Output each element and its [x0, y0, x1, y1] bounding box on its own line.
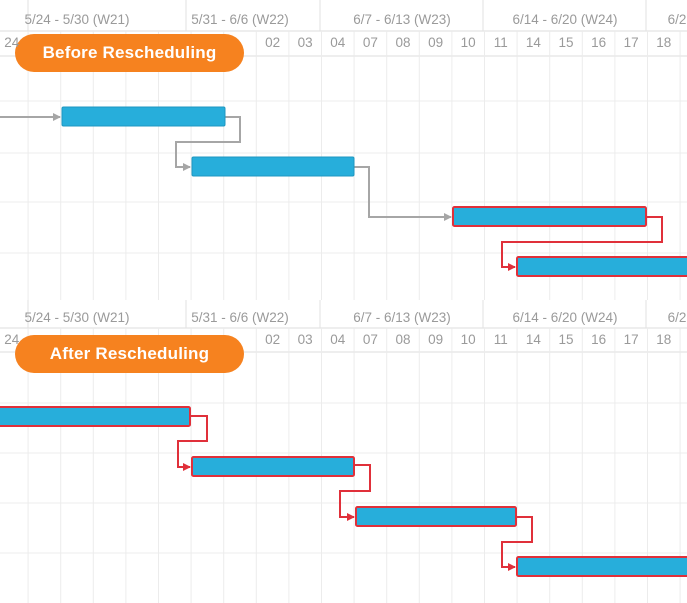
task-bar[interactable] [452, 206, 647, 227]
week-header-label: 6/7 - 6/13 (W23) [353, 12, 451, 27]
week-header-label: 6/2 [667, 310, 687, 325]
day-header-label: 03 [297, 35, 313, 50]
day-header-label: 18 [656, 332, 672, 347]
day-header-label: 11 [493, 332, 508, 347]
task-bar[interactable] [61, 106, 226, 127]
day-header-label: 14 [525, 35, 541, 50]
task-bar[interactable] [355, 506, 517, 527]
day-header-label: 17 [623, 35, 639, 50]
after-rescheduling-badge: After Rescheduling [15, 335, 244, 373]
task-bar[interactable] [191, 156, 355, 177]
week-header-label: 6/14 - 6/20 (W24) [512, 12, 618, 27]
gantt-after-chart [0, 300, 687, 603]
dependency-link [354, 166, 452, 221]
day-header-label: 10 [460, 35, 476, 50]
day-header-label: 15 [558, 35, 574, 50]
week-header-label: 5/31 - 6/6 (W22) [191, 12, 289, 27]
task-bar[interactable] [0, 406, 191, 427]
task-bar[interactable] [191, 456, 355, 477]
day-header-label: 04 [330, 332, 346, 347]
day-header-label: 17 [623, 332, 639, 347]
day-header-label: 16 [591, 35, 607, 50]
day-header-label: 18 [656, 35, 672, 50]
gantt-after-panel: After Rescheduling 5/24 - 5/30 (W21) 5/31… [0, 300, 687, 603]
day-header-label: 16 [591, 332, 607, 347]
day-header-label: 24 [4, 332, 20, 347]
week-header-label: 5/24 - 5/30 (W21) [24, 12, 130, 27]
day-header-label: 07 [362, 35, 378, 50]
week-header-label: 5/24 - 5/30 (W21) [24, 310, 130, 325]
day-header-label: 14 [525, 332, 541, 347]
day-header-label: 11 [493, 35, 508, 50]
day-header-label: 24 [4, 35, 20, 50]
dependency-link [175, 116, 241, 171]
gantt-before-panel: Before Rescheduling 5/24 - 5/30 (W21) 5/3… [0, 0, 687, 300]
dependency-link [501, 516, 533, 571]
day-header-label: 08 [395, 332, 411, 347]
week-header-label: 5/31 - 6/6 (W22) [191, 310, 289, 325]
day-header-label: 09 [428, 332, 444, 347]
day-header-label: 07 [362, 332, 378, 347]
dependency-link [177, 415, 208, 471]
week-header-label: 6/2 [667, 12, 687, 27]
day-header-label: 08 [395, 35, 411, 50]
day-header-label: 10 [460, 332, 476, 347]
day-header-label: 04 [330, 35, 346, 50]
task-bar[interactable] [516, 256, 687, 277]
day-header-label: 02 [265, 332, 281, 347]
task-bar[interactable] [516, 556, 687, 577]
gantt-before-chart [0, 0, 687, 300]
day-header-label: 09 [428, 35, 444, 50]
week-header-label: 6/7 - 6/13 (W23) [353, 310, 451, 325]
week-header-label: 6/14 - 6/20 (W24) [512, 310, 618, 325]
day-header-label: 02 [265, 35, 281, 50]
dependency-link [339, 464, 371, 521]
day-header-label: 03 [297, 332, 313, 347]
day-header-label: 15 [558, 332, 574, 347]
before-rescheduling-badge: Before Rescheduling [15, 34, 244, 72]
dependency-link [501, 216, 663, 271]
